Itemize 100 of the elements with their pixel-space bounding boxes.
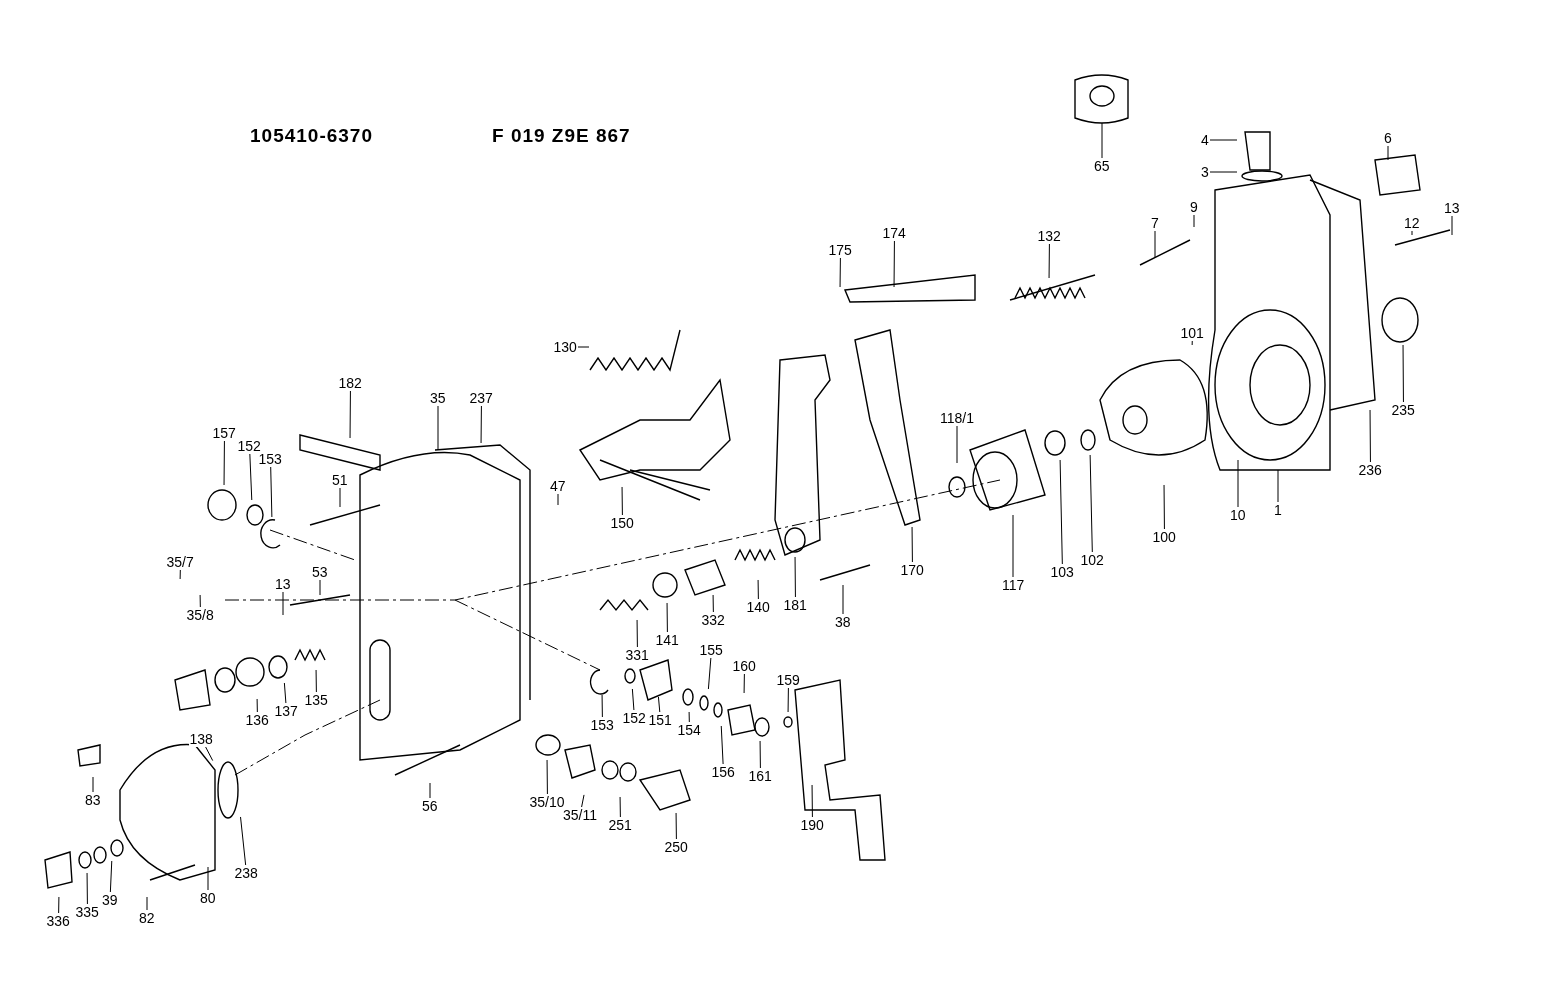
leader-line <box>1154 230 1156 258</box>
leader-line <box>480 405 482 444</box>
leader-line <box>1451 215 1453 236</box>
leader-line <box>581 794 585 808</box>
leader-line <box>205 746 214 762</box>
leader-line <box>1191 340 1193 346</box>
leader-line <box>636 619 638 648</box>
callout-number: 157 <box>211 425 237 441</box>
leader-line <box>1059 459 1063 565</box>
callout-number: 335 <box>74 904 100 920</box>
leader-line <box>601 694 603 718</box>
leader-line <box>1209 139 1238 141</box>
leader-line <box>240 816 247 866</box>
callout-number: 182 <box>337 375 363 391</box>
callout-number: 141 <box>654 632 680 648</box>
callout-number: 151 <box>647 712 673 728</box>
leader-line <box>577 346 590 348</box>
leader-line <box>787 687 789 713</box>
leader-line <box>956 425 958 464</box>
leader-line <box>270 466 273 518</box>
leader-line <box>437 405 439 451</box>
callout-number: 336 <box>45 913 71 929</box>
callout-number: 100 <box>1151 529 1177 545</box>
callout-number: 7 <box>1150 215 1160 231</box>
leader-line <box>1193 214 1195 228</box>
leader-line <box>109 860 113 893</box>
callout-number: 6 <box>1383 130 1393 146</box>
callout-number: 236 <box>1357 462 1383 478</box>
callout-number: 156 <box>710 764 736 780</box>
callout-number: 331 <box>624 647 650 663</box>
callout-number: 137 <box>273 703 299 719</box>
callout-number: 152 <box>621 710 647 726</box>
leader-line <box>621 486 623 516</box>
leader-line <box>911 526 913 563</box>
callout-number: 47 <box>549 478 567 494</box>
leader-line <box>1411 230 1413 236</box>
callout-number: 53 <box>311 564 329 580</box>
leader-line <box>429 782 431 799</box>
leader-line <box>842 584 844 615</box>
callout-number: 12 <box>1403 215 1421 231</box>
leader-line <box>1387 145 1389 161</box>
callout-number: 35/10 <box>528 794 566 810</box>
callout-number: 136 <box>244 712 270 728</box>
callout-number: 332 <box>700 612 726 628</box>
leader-line <box>839 257 841 288</box>
callout-number: 1 <box>1273 502 1283 518</box>
callout-number: 130 <box>552 339 578 355</box>
callout-number: 170 <box>899 562 925 578</box>
leader-line <box>546 759 548 795</box>
leader-line <box>207 866 209 891</box>
leader-line <box>58 896 60 914</box>
callout-number: 118/1 <box>939 410 975 426</box>
leader-line <box>1209 171 1238 173</box>
leader-line <box>712 594 714 613</box>
callout-number: 190 <box>799 817 825 833</box>
callout-number: 117 <box>1001 577 1026 593</box>
leader-line <box>893 240 895 288</box>
leader-line <box>1048 243 1050 279</box>
callout-number: 153 <box>257 451 283 467</box>
leader-line <box>92 776 94 793</box>
callout-number: 82 <box>138 910 156 926</box>
callout-number: 13 <box>1443 200 1461 216</box>
callout-number: 235 <box>1390 402 1416 418</box>
callout-number: 35/8 <box>185 607 215 623</box>
leader-line <box>794 556 796 598</box>
callout-number: 237 <box>468 390 494 406</box>
leader-line <box>1101 122 1103 159</box>
callout-number: 13 <box>274 576 292 592</box>
leader-line <box>688 711 690 723</box>
leader-line <box>349 390 351 439</box>
leader-line <box>757 579 759 600</box>
leader-line <box>282 591 284 616</box>
leader-line <box>223 440 225 486</box>
leader-line <box>1089 454 1093 553</box>
callout-number: 161 <box>747 768 773 784</box>
leader-line <box>631 688 635 711</box>
leader-line <box>1402 344 1404 403</box>
leader-line <box>283 682 287 704</box>
callout-number: 103 <box>1049 564 1075 580</box>
leader-line <box>315 669 317 693</box>
leader-line <box>256 698 258 713</box>
callout-number: 250 <box>663 839 689 855</box>
callout-number: 101 <box>1179 325 1205 341</box>
callout-number: 154 <box>676 722 702 738</box>
callout-number: 135 <box>303 692 329 708</box>
callout-number: 38 <box>834 614 852 630</box>
leader-line <box>675 812 677 840</box>
callout-number: 9 <box>1189 199 1199 215</box>
callout-number: 251 <box>607 817 633 833</box>
leader-line <box>1277 469 1279 503</box>
callout-number: 83 <box>84 792 102 808</box>
callout-number: 150 <box>609 515 635 531</box>
leader-line <box>666 602 668 633</box>
leader-line <box>707 657 712 690</box>
callout-number: 138 <box>188 731 214 747</box>
leader-line <box>1237 459 1239 508</box>
leader-line <box>657 696 661 713</box>
leader-line <box>249 453 253 501</box>
callout-number: 155 <box>698 642 724 658</box>
leader-line <box>179 569 181 580</box>
